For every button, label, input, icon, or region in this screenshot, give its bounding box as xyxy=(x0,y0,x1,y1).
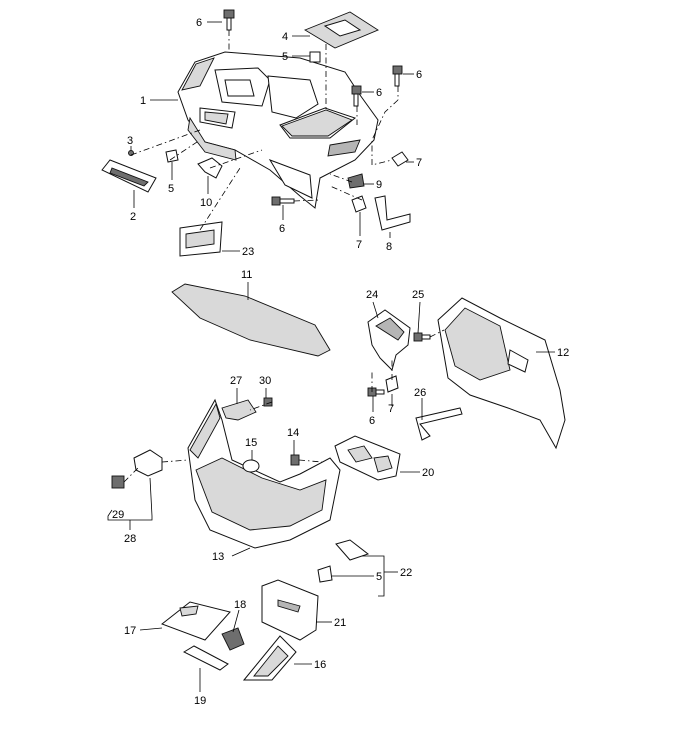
part-5-clip-lower xyxy=(317,565,333,583)
label-28: 28 xyxy=(124,533,136,545)
part-7-clip-mid xyxy=(351,195,367,213)
part-26-strap xyxy=(415,407,463,441)
label-17: 17 xyxy=(124,625,136,637)
part-6-bolt-right-2 xyxy=(351,85,362,107)
assembly-lines xyxy=(123,30,445,483)
label-20: 20 xyxy=(422,467,434,479)
part-2-switch-panel xyxy=(101,150,157,193)
label-5: 5 xyxy=(282,51,288,63)
part-1-console-trim xyxy=(177,51,379,209)
part-24-bracket xyxy=(367,309,411,371)
part-14-bolt xyxy=(290,454,300,466)
part-5-clip-left xyxy=(165,149,179,163)
label-9: 9 xyxy=(376,179,382,191)
part-8-bracket xyxy=(374,195,411,231)
part-11-cover xyxy=(171,283,331,357)
leader-lines xyxy=(107,21,555,692)
label-27: 27 xyxy=(230,375,242,387)
label-12: 12 xyxy=(557,347,569,359)
label-13: 13 xyxy=(212,551,224,563)
part-number-labels: 6 4 5 6 6 1 3 5 2 10 7 9 6 7 8 23 11 24 … xyxy=(112,17,569,707)
label-6: 6 xyxy=(279,223,285,235)
label-14: 14 xyxy=(287,427,299,439)
label-7: 7 xyxy=(388,403,394,415)
part-27-latch xyxy=(221,399,257,421)
label-4: 4 xyxy=(282,31,288,43)
part-13-storage-tub xyxy=(187,398,341,549)
part-5-clip-top xyxy=(309,51,321,63)
part-6-bolt-top xyxy=(223,9,235,31)
part-4-lid xyxy=(303,11,379,49)
part-12-side-trim xyxy=(437,297,566,450)
part-7-clip-lower xyxy=(385,375,399,393)
label-1: 1 xyxy=(140,95,146,107)
label-16: 16 xyxy=(314,659,326,671)
part-18-clip xyxy=(221,627,245,651)
part-25-bolt xyxy=(413,332,431,342)
label-7: 7 xyxy=(416,157,422,169)
part-21-panel xyxy=(261,579,319,641)
part-28-hinge xyxy=(133,449,163,477)
label-15: 15 xyxy=(245,437,257,449)
label-7: 7 xyxy=(356,239,362,251)
label-6: 6 xyxy=(376,87,382,99)
part-19-bar xyxy=(182,645,229,671)
part-6-screw-right xyxy=(367,387,385,397)
label-29: 29 xyxy=(112,509,124,521)
label-23: 23 xyxy=(242,246,254,258)
label-21: 21 xyxy=(334,617,346,629)
label-6: 6 xyxy=(369,415,375,427)
label-19: 19 xyxy=(194,695,206,707)
label-24: 24 xyxy=(366,289,378,301)
label-6: 6 xyxy=(416,69,422,81)
part-6-screw-mid xyxy=(271,196,295,206)
label-5: 5 xyxy=(168,183,174,195)
label-30: 30 xyxy=(259,375,271,387)
label-18: 18 xyxy=(234,599,246,611)
label-22: 22 xyxy=(400,567,412,579)
label-26: 26 xyxy=(414,387,426,399)
part-16-bracket xyxy=(242,635,297,681)
part-30-screw xyxy=(263,397,273,407)
label-25: 25 xyxy=(412,289,424,301)
part-23-handle-panel xyxy=(179,221,223,257)
part-22-hinge-set xyxy=(335,539,370,561)
label-5: 5 xyxy=(376,571,382,583)
part-29-clip xyxy=(111,475,125,489)
part-6-bolt-right-1 xyxy=(392,65,403,87)
label-2: 2 xyxy=(130,211,136,223)
part-15-plug xyxy=(242,459,260,473)
label-3: 3 xyxy=(127,135,133,147)
label-11: 11 xyxy=(241,269,252,281)
part-20-tray xyxy=(334,435,401,481)
label-6: 6 xyxy=(196,17,202,29)
part-9-clip xyxy=(347,173,365,189)
part-17-block xyxy=(160,601,231,641)
part-7-clip-right xyxy=(391,151,409,167)
label-10: 10 xyxy=(200,197,212,209)
label-8: 8 xyxy=(386,241,392,253)
